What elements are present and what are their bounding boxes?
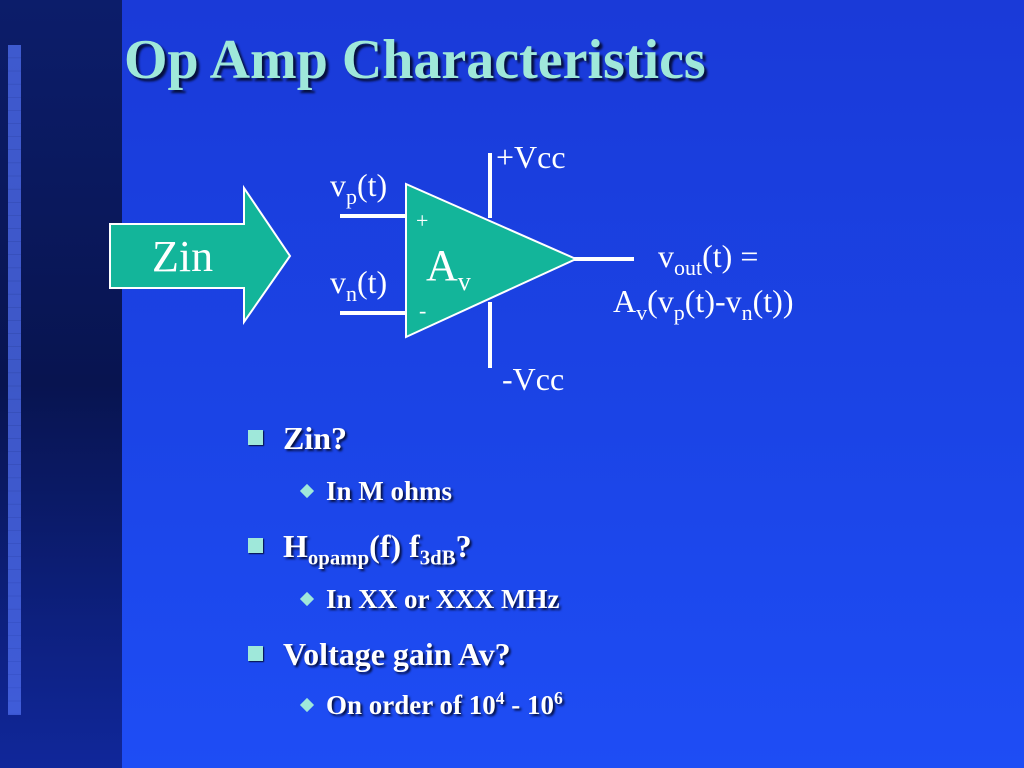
output-formula-line1: vout(t) = — [658, 238, 758, 280]
minus-sign: - — [419, 298, 426, 323]
square-bullet-icon — [248, 646, 263, 661]
sub-bullet-zin: In M ohms — [299, 476, 452, 507]
zin-arrow — [109, 184, 292, 326]
sub-bullet-gain: On order of 104 - 106 — [299, 688, 563, 721]
output-formula-line2: Av(vp(t)-vn(t)) — [613, 283, 793, 325]
zin-arrow-label: Zin — [152, 232, 213, 281]
square-bullet-icon — [248, 538, 263, 553]
slide-title: Op Amp Characteristics — [124, 29, 706, 91]
diamond-bullet-icon — [299, 483, 315, 499]
diamond-bullet-icon — [299, 697, 315, 713]
sub-bullet-bandwidth: In XX or XXX MHz — [299, 584, 559, 615]
square-bullet-icon — [248, 430, 263, 445]
left-band — [0, 0, 122, 768]
bullet-gain: Voltage gain Av? — [248, 636, 511, 673]
bullet-bandwidth: Hopamp(f) f3dB? — [248, 528, 472, 570]
vp-label: vp(t) — [330, 167, 387, 209]
diamond-bullet-icon — [299, 591, 315, 607]
vn-label: vn(t) — [330, 264, 387, 306]
decorative-squares — [8, 45, 28, 715]
op-amp-triangle — [405, 182, 579, 339]
bullet-zin: Zin? — [248, 420, 347, 457]
gain-label: Av — [426, 241, 471, 296]
vcc-pos-label: +Vcc — [496, 139, 566, 175]
vcc-neg-label: -Vcc — [502, 361, 564, 397]
plus-sign: + — [416, 208, 428, 233]
